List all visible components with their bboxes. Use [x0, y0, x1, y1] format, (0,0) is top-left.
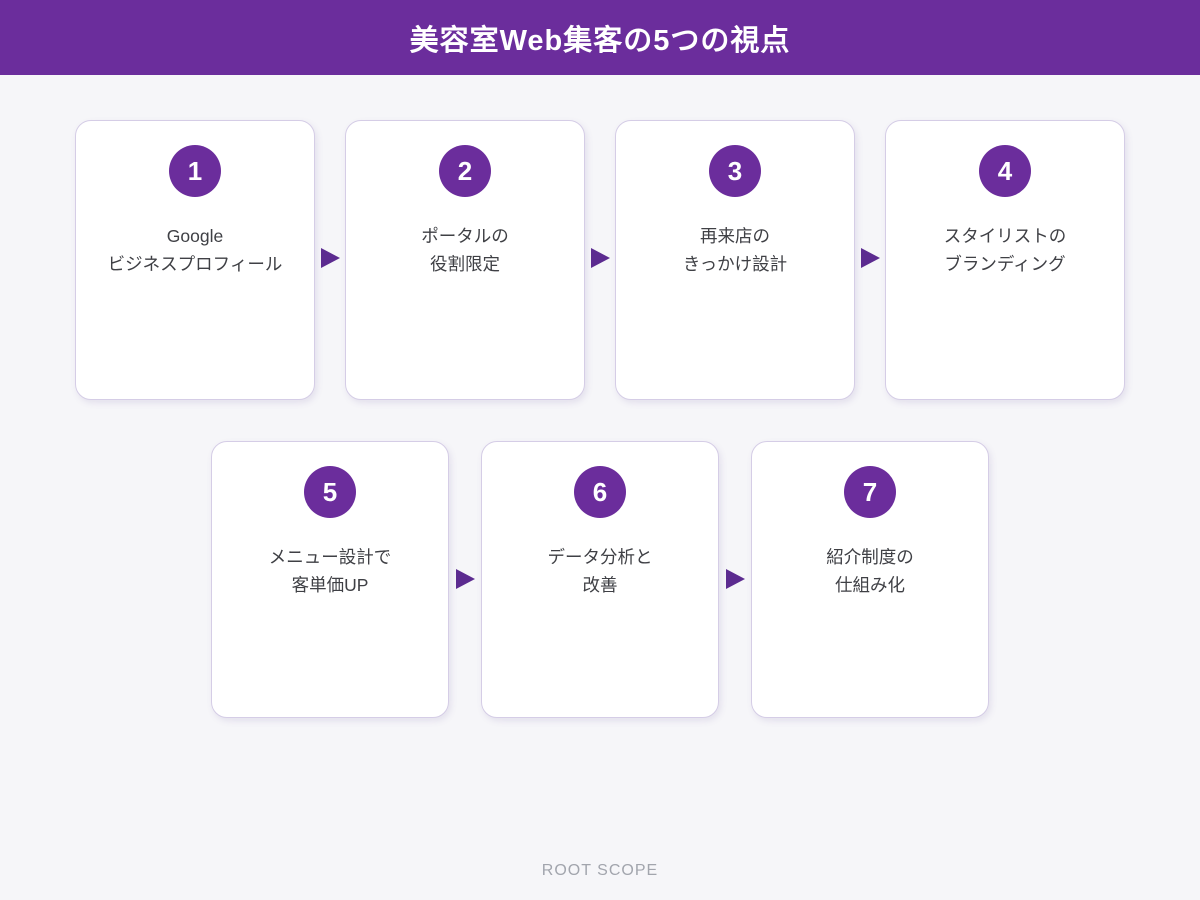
step-label: メニュー設計で 客単価UP: [268, 547, 392, 595]
arrow-right-icon: [590, 248, 610, 268]
step-card-3: 3 再来店の きっかけ設計: [615, 120, 855, 400]
step-number: 7: [862, 476, 878, 507]
step-number-badge: 1: [169, 145, 221, 197]
arrow-right-icon: [725, 569, 745, 589]
brand-name: ROOT SCOPE: [541, 862, 659, 879]
step-label: データ分析と 改善: [547, 547, 653, 595]
step-card-5: 5 メニュー設計で 客単価UP: [211, 441, 449, 718]
step-card-1: 1 Google ビジネスプロフィール: [75, 120, 315, 400]
step-label: スタイリストの ブランディング: [943, 226, 1067, 274]
step-number-badge: 6: [574, 466, 626, 518]
step-number: 6: [592, 476, 608, 507]
step-number-badge: 2: [439, 145, 491, 197]
step-number-badge: 7: [844, 466, 896, 518]
step-number: 3: [727, 155, 743, 186]
step-number-badge: 3: [709, 145, 761, 197]
step-card-2: 2 ポータルの 役割限定: [345, 120, 585, 400]
step-label: Google ビジネスプロフィール: [107, 226, 283, 274]
step-number: 1: [187, 155, 203, 186]
step-card-7: 7 紹介制度の 仕組み化: [751, 441, 989, 718]
step-number: 4: [997, 155, 1013, 186]
step-label: ポータルの 役割限定: [421, 226, 509, 274]
step-card-6: 6 データ分析と 改善: [481, 441, 719, 718]
step-label: 紹介制度の 仕組み化: [826, 547, 914, 595]
step-number-badge: 4: [979, 145, 1031, 197]
brand-footer: ROOT SCOPE: [0, 862, 1200, 880]
steps-row-2: 5 メニュー設計で 客単価UP 6 データ分析と 改善 7 紹介制度の 仕組み化: [0, 441, 1200, 718]
title-bar: 美容室Web集客の5つの視点: [0, 0, 1200, 75]
step-number-badge: 5: [304, 466, 356, 518]
step-card-4: 4 スタイリストの ブランディング: [885, 120, 1125, 400]
arrow-right-icon: [320, 248, 340, 268]
page-title: 美容室Web集客の5つの視点: [409, 24, 791, 57]
steps-row-1: 1 Google ビジネスプロフィール 2 ポータルの 役割限定 3 再来店の …: [0, 120, 1200, 400]
arrow-right-icon: [455, 569, 475, 589]
arrow-right-icon: [860, 248, 880, 268]
step-label: 再来店の きっかけ設計: [682, 226, 788, 274]
step-number: 5: [322, 476, 338, 507]
step-number: 2: [457, 155, 473, 186]
